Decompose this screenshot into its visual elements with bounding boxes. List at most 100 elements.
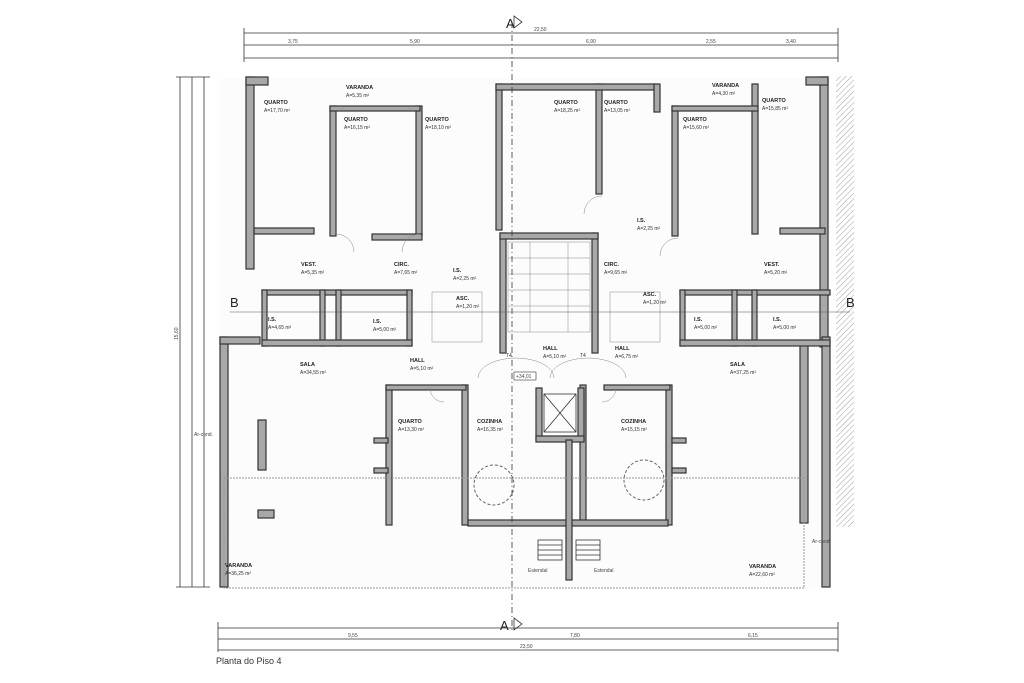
door-swings <box>335 195 679 403</box>
room-area: A=15,60 m² <box>683 125 709 131</box>
room-area: A=15,15 m² <box>621 427 647 433</box>
room-area: A=5,35 m² <box>346 93 370 99</box>
dim-top-total: 22,50 <box>534 27 547 33</box>
left-dimension-lines <box>176 76 210 588</box>
typology-label: T4 <box>580 353 586 359</box>
room-area: A=5,10 m² <box>410 366 434 372</box>
room-name: QUARTO <box>762 98 786 104</box>
room-area: A=18,25 m² <box>554 108 580 114</box>
dim-top-mid: 6,90 <box>586 39 596 45</box>
room-name: I.S. <box>453 268 462 274</box>
room-area: A=1,20 m² <box>456 304 480 310</box>
room-labels: QUARTO A=17,70 m² VARANDA A=5,35 m² QUARTO A=… <box>225 83 797 578</box>
dim-top-mid: 5,90 <box>410 39 420 45</box>
stair-core <box>431 241 661 343</box>
room-area: A=34,55 m² <box>300 370 326 376</box>
room-name: I.S. <box>694 317 703 323</box>
room-name: QUARTO <box>425 117 449 123</box>
room-area: A=9,65 m² <box>604 270 628 276</box>
stair-level-tag: +34,01 <box>516 374 532 380</box>
room-name: VARANDA <box>712 83 739 89</box>
table-circle-right <box>623 459 665 501</box>
room-area: A=2,25 m² <box>453 276 477 282</box>
room-name: I.S. <box>637 218 646 224</box>
room-area: A=1,20 m² <box>643 300 667 306</box>
room-area: A=5,00 m² <box>694 325 718 331</box>
drawing-title: Planta do Piso 4 <box>216 656 282 666</box>
room-name: ASC. <box>643 292 657 298</box>
estendal-left: Estendal <box>528 568 547 574</box>
room-area: A=2,25 m² <box>637 226 661 232</box>
room-area: A=5,00 m² <box>773 325 797 331</box>
background-grid <box>220 78 830 588</box>
room-area: A=6,75 m² <box>615 354 639 360</box>
elevator-shaft <box>543 393 577 433</box>
room-area: A=5,35 m² <box>301 270 325 276</box>
room-name: COZINHA <box>477 419 502 425</box>
room-name: COZINHA <box>621 419 646 425</box>
dim-bottom-mid: 7,80 <box>570 633 580 639</box>
room-area: A=16,15 m² <box>344 125 370 131</box>
room-name: CIRC. <box>604 262 619 268</box>
room-area: A=15,85 m² <box>762 106 788 112</box>
exterior-walls <box>219 76 831 588</box>
room-name: I.S. <box>773 317 782 323</box>
top-dimension-lines <box>243 28 839 62</box>
ar-cond-right: Ar-cond. <box>812 539 831 545</box>
room-name: CIRC. <box>394 262 409 268</box>
typology-label: T4 <box>506 353 512 359</box>
dim-bottom-mid: 6,15 <box>748 633 758 639</box>
section-mark-b-right: B <box>846 295 855 310</box>
room-area: A=37,25 m² <box>730 370 756 376</box>
table-circle-left <box>473 464 515 506</box>
room-name: VARANDA <box>346 85 373 91</box>
room-name: HALL <box>410 358 425 364</box>
room-area: A=5,20 m² <box>764 270 788 276</box>
room-name: QUARTO <box>398 419 422 425</box>
room-name: QUARTO <box>264 100 288 106</box>
neighbour-hatch <box>836 76 854 527</box>
dim-bottom-total: 23,50 <box>520 644 533 650</box>
room-name: VEST. <box>301 262 317 268</box>
room-area: A=13,30 m² <box>398 427 424 433</box>
dim-top-mid: 2,55 <box>706 39 716 45</box>
room-name: ASC. <box>456 296 470 302</box>
room-area: A=22,60 m² <box>749 572 775 578</box>
room-area: A=4,30 m² <box>712 91 736 97</box>
room-name: HALL <box>543 346 558 352</box>
section-mark-a-top: A <box>506 16 515 31</box>
ar-cond-left: Ar-cond. <box>194 432 213 438</box>
room-area: A=17,70 m² <box>264 108 290 114</box>
room-name: VARANDA <box>225 563 252 569</box>
dim-left-total: 15,60 <box>174 327 180 340</box>
room-name: I.S. <box>268 317 277 323</box>
room-area: A=36,25 m² <box>225 571 251 577</box>
dim-top-mid: 3,40 <box>786 39 796 45</box>
room-name: SALA <box>300 362 315 368</box>
room-name: SALA <box>730 362 745 368</box>
section-mark-b-left: B <box>230 295 239 310</box>
estendal-steps <box>537 539 601 561</box>
room-area: A=4,65 m² <box>268 325 292 331</box>
room-area: A=16,35 m² <box>477 427 503 433</box>
room-name: QUARTO <box>604 100 628 106</box>
dim-top-mid: 3,75 <box>288 39 298 45</box>
room-name: QUARTO <box>344 117 368 123</box>
room-name: VEST. <box>764 262 780 268</box>
balcony-outline <box>223 477 805 589</box>
room-name: HALL <box>615 346 630 352</box>
room-area: A=5,10 m² <box>543 354 567 360</box>
room-area: A=18,10 m² <box>425 125 451 131</box>
room-name: I.S. <box>373 319 382 325</box>
room-name: QUARTO <box>683 117 707 123</box>
bottom-dimension-lines <box>217 622 839 652</box>
room-area: A=13,05 m² <box>604 108 630 114</box>
room-name: QUARTO <box>554 100 578 106</box>
room-area: A=7,65 m² <box>394 270 418 276</box>
interior-walls <box>253 227 831 581</box>
room-name: VARANDA <box>749 564 776 570</box>
estendal-right: Estendal <box>594 568 613 574</box>
dim-bottom-mid: 9,55 <box>348 633 358 639</box>
room-area: A=5,00 m² <box>373 327 397 333</box>
